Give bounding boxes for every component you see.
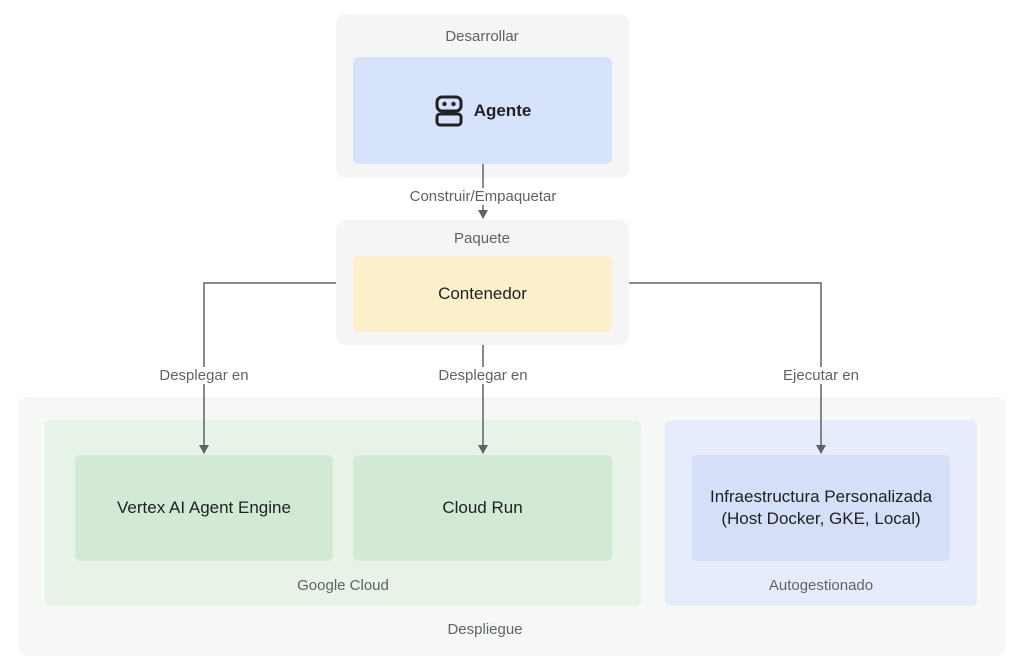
vertex-ai-agent-engine-node: Vertex AI Agent Engine (75, 455, 333, 561)
self-managed-group-title: Autogestionado (768, 577, 874, 594)
google-cloud-group-title: Google Cloud (297, 577, 389, 594)
edge-build-label: Construir/Empaquetar (407, 188, 559, 205)
deploy-group-title: Despliegue (447, 621, 523, 638)
edge-run-custom-label: Ejecutar en (781, 367, 861, 384)
cloud-run-label: Cloud Run (442, 498, 523, 517)
edge-deploy-cloud-run-label: Desplegar en (436, 367, 530, 384)
develop-group-title: Desarrollar (445, 28, 519, 45)
edge-deploy-vertex-label: Desplegar en (157, 367, 251, 384)
custom-infrastructure-node: Infraestructura Personalizada (Host Dock… (692, 455, 950, 561)
robot-icon (435, 95, 463, 126)
agent-node: Agente (353, 57, 612, 164)
vertex-ai-agent-engine-label: Vertex AI Agent Engine (117, 498, 291, 517)
custom-infrastructure-label: Infraestructura Personalizada (Host Dock… (709, 487, 933, 528)
agent-node-label: Agente (473, 100, 532, 120)
container-node-label: Contenedor (438, 284, 527, 303)
package-group-title: Paquete (454, 230, 510, 247)
container-node: Contenedor (353, 256, 612, 332)
cloud-run-node: Cloud Run (353, 455, 612, 561)
